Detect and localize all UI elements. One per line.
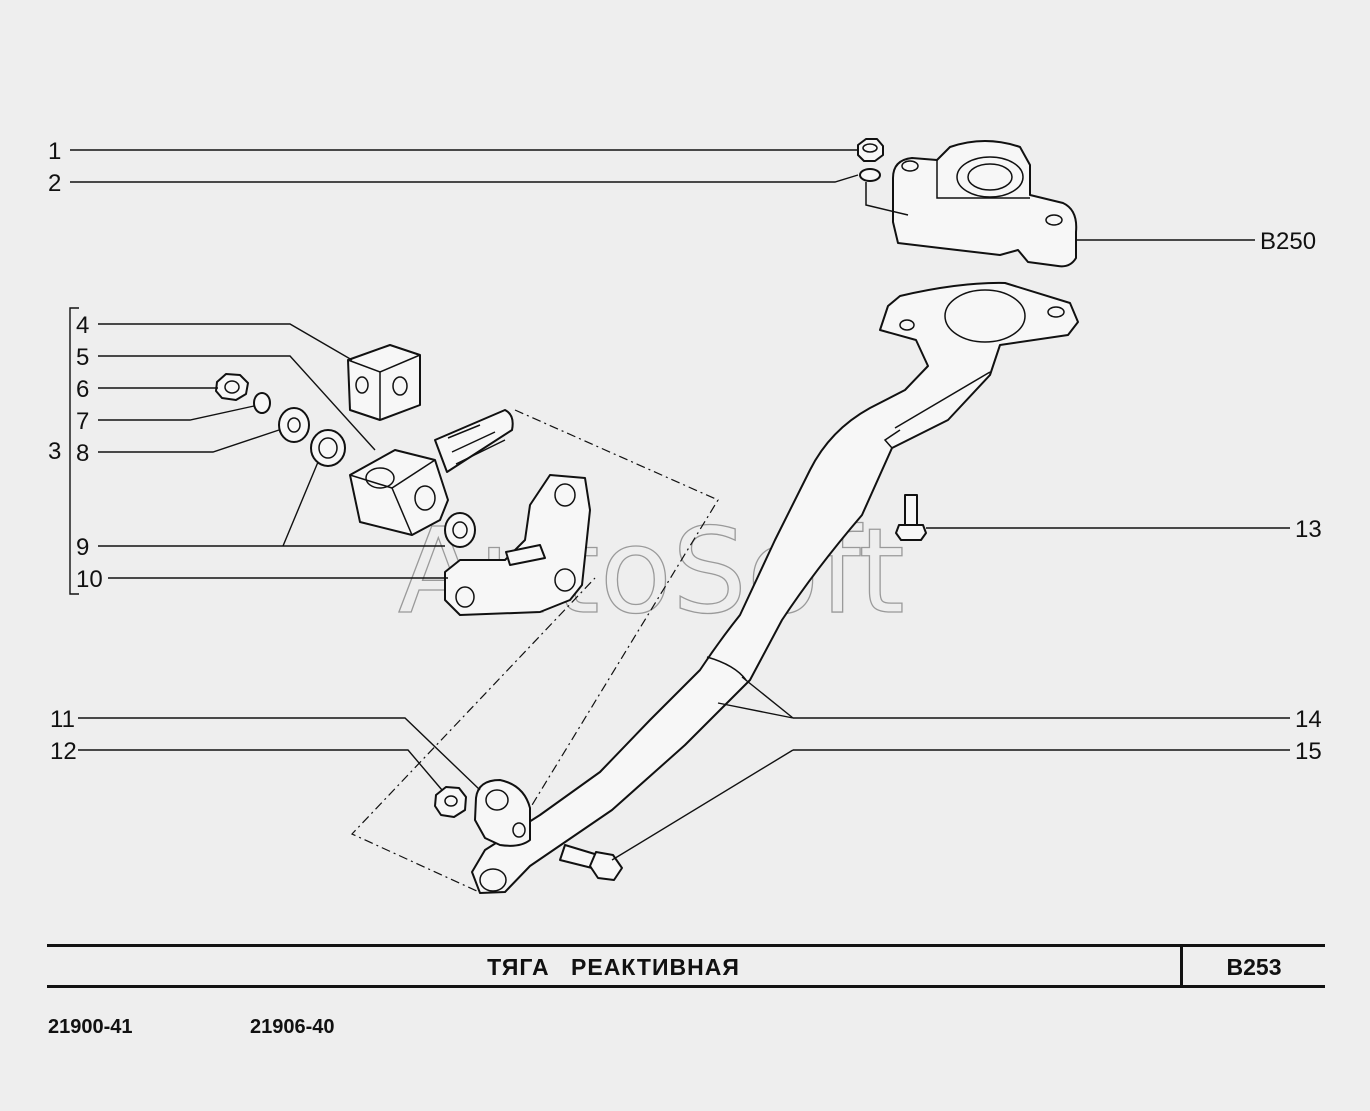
washer-part-8 <box>278 407 310 443</box>
washer-part-2 <box>859 168 881 182</box>
bolt-part-15 <box>559 844 623 881</box>
callout-4: 4 <box>76 312 89 339</box>
threaded-shaft-part-5 <box>349 409 514 536</box>
reference-label-b250: B250 <box>1260 228 1316 255</box>
mount-bracket-b250 <box>892 140 1078 268</box>
washer-part-7 <box>253 392 271 414</box>
callout-10: 10 <box>76 566 103 593</box>
callout-5: 5 <box>76 344 89 371</box>
model-number-1: 21900-41 <box>48 1016 133 1038</box>
bushing-part-9 <box>310 429 476 548</box>
nut-part-1 <box>857 138 884 162</box>
callout-14: 14 <box>1295 706 1322 733</box>
reaction-rod-part-14 <box>471 281 1079 894</box>
title-block: ТЯГА РЕАКТИВНАЯ B253 <box>47 944 1325 988</box>
clamp-part-11 <box>474 779 531 847</box>
callout-13: 13 <box>1295 516 1322 543</box>
callout-1: 1 <box>48 138 61 165</box>
callout-3: 3 <box>48 438 61 465</box>
bolt-axis-1 <box>865 182 909 216</box>
diagram-title: ТЯГА РЕАКТИВНАЯ <box>487 954 740 980</box>
joint-block-part-4 <box>347 344 421 421</box>
bracket-plate-part-10 <box>444 474 591 616</box>
flange-nut-part-12 <box>434 786 467 818</box>
callout-15: 15 <box>1295 738 1322 765</box>
callout-2: 2 <box>48 170 61 197</box>
nut-part-6 <box>215 373 249 401</box>
callout-9: 9 <box>76 534 89 561</box>
callout-11: 11 <box>50 706 75 733</box>
callout-12: 12 <box>50 738 77 765</box>
callout-labels: 1 2 3 4 5 6 7 8 9 10 11 12 13 14 15 B250 <box>48 138 1322 765</box>
callout-6: 6 <box>76 376 89 403</box>
model-number-2: 21906-40 <box>250 1016 335 1038</box>
bolt-part-13 <box>895 494 927 541</box>
leader-lines <box>69 149 1290 861</box>
diagram-code: B253 <box>1226 954 1282 980</box>
callout-7: 7 <box>76 408 89 435</box>
callout-8: 8 <box>76 440 89 467</box>
assembly-guide-line <box>350 409 719 893</box>
title-divider <box>1180 944 1183 988</box>
